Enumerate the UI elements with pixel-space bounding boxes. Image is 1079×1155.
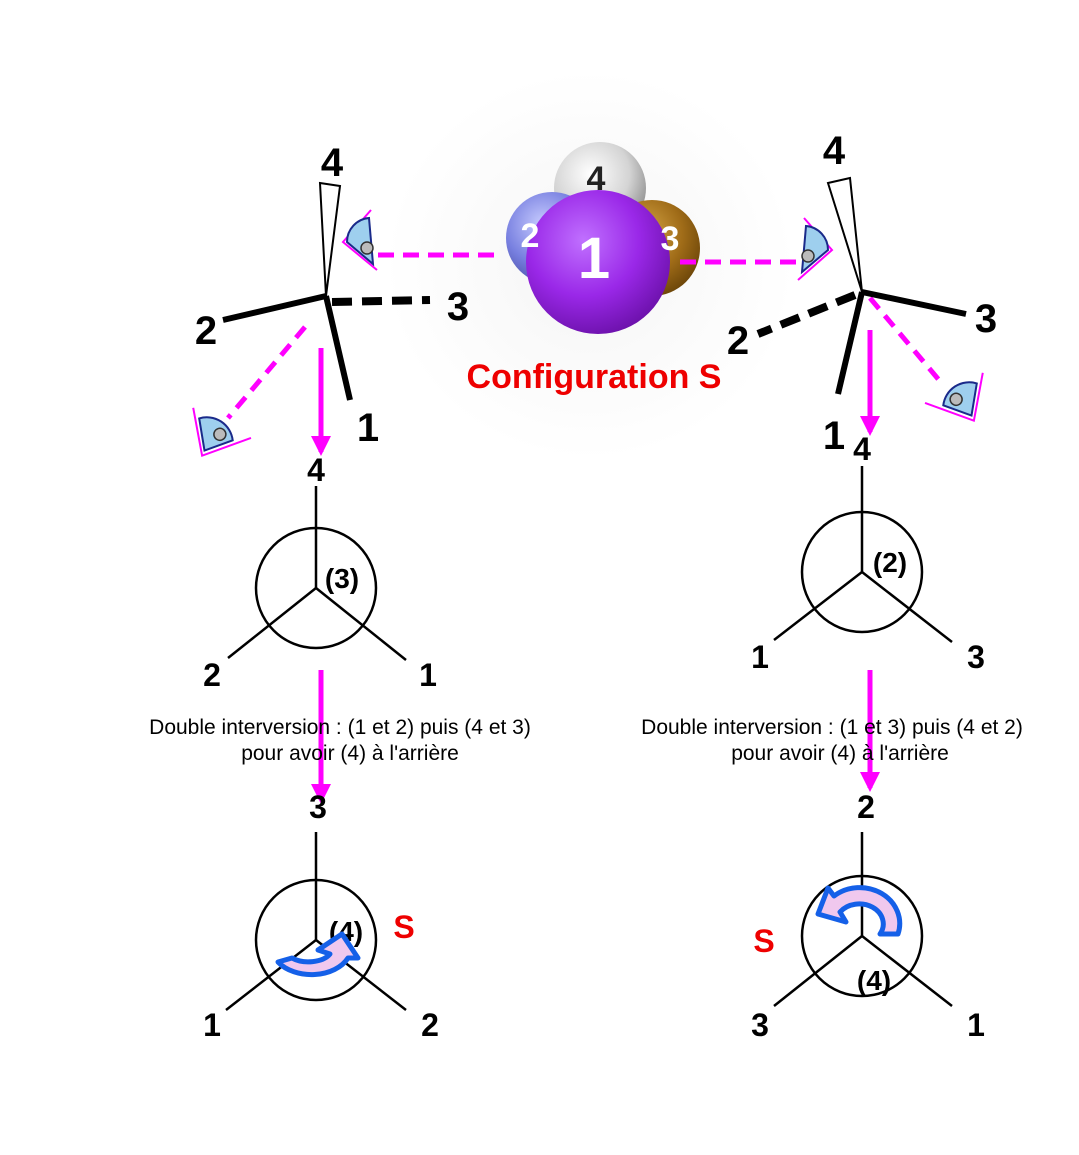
newman-top-label: 2 — [857, 789, 875, 825]
newman-top-label: 4 — [307, 452, 325, 488]
eye-icon — [924, 372, 984, 423]
left-newman-projection-1: 4 (3) 2 1 — [203, 452, 437, 693]
right-label-1: 1 — [823, 414, 845, 458]
newman-right-label: 1 — [419, 657, 437, 693]
right-note-line-1: Double interversion : (1 et 3) puis (4 e… — [641, 716, 1023, 739]
newman-left-label: 3 — [751, 1007, 769, 1043]
configuration-title: Configuration S — [467, 358, 722, 396]
left-label-4: 4 — [321, 141, 344, 185]
right-result-s: S — [753, 923, 774, 959]
left-sight-line-bottom — [226, 325, 307, 420]
atom-1-label: 1 — [578, 226, 610, 291]
right-label-2: 2 — [727, 319, 749, 363]
left-bond-1 — [323, 295, 353, 401]
eye-icon — [341, 209, 378, 271]
left-wedge-structure: 4 2 3 1 — [195, 141, 469, 450]
newman-back-label: (4) — [857, 965, 891, 996]
newman-top-label: 3 — [309, 789, 327, 825]
left-label-3: 3 — [447, 285, 469, 329]
newman-right-label: 2 — [421, 1007, 439, 1043]
right-dashed-bond-2 — [756, 291, 857, 338]
right-bond-1 — [835, 291, 865, 395]
atom-1-sphere — [526, 190, 670, 334]
eye-icon — [192, 407, 252, 458]
clockwise-rotation-icon — [275, 931, 361, 978]
right-wedge-structure: 4 2 3 1 — [727, 129, 997, 458]
newman-left-label: 1 — [203, 1007, 221, 1043]
space-filling-model: 4 2 3 1 — [506, 142, 700, 334]
right-sight-line-bottom — [868, 296, 946, 388]
newman-back-label: (2) — [873, 547, 907, 578]
newman-left-label: 1 — [751, 639, 769, 675]
right-newman-projection-2: 2 (4) 3 1 S — [751, 789, 985, 1043]
left-bond-2 — [222, 293, 327, 323]
newman-left-label: 2 — [203, 657, 221, 693]
newman-top-label: 4 — [853, 431, 871, 467]
eye-icon — [797, 217, 834, 281]
left-wedge-bond-4 — [318, 181, 342, 297]
left-label-2: 2 — [195, 309, 217, 353]
newman-right-label: 1 — [967, 1007, 985, 1043]
atom-4-label: 4 — [587, 160, 606, 198]
left-newman-projection-2: 3 (4) 1 2 S — [203, 789, 439, 1043]
right-note-line-2: pour avoir (4) à l'arrière — [731, 742, 949, 765]
left-note-line-2: pour avoir (4) à l'arrière — [241, 742, 459, 765]
counterclockwise-rotation-icon — [815, 885, 903, 937]
right-bond-3 — [861, 289, 967, 317]
left-label-1: 1 — [357, 406, 379, 450]
right-wedge-bond-4 — [826, 176, 863, 293]
right-label-4: 4 — [823, 129, 846, 173]
atom-2-label: 2 — [521, 217, 540, 255]
newman-right-label: 3 — [967, 639, 985, 675]
left-note-line-1: Double interversion : (1 et 2) puis (4 e… — [149, 716, 531, 739]
right-newman-projection-1: 4 (2) 1 3 — [751, 431, 985, 675]
left-result-s: S — [393, 909, 414, 945]
right-label-3: 3 — [975, 297, 997, 341]
atom-3-label: 3 — [661, 220, 680, 258]
left-dashed-bond-3 — [331, 296, 431, 306]
newman-back-label: (3) — [325, 563, 359, 594]
